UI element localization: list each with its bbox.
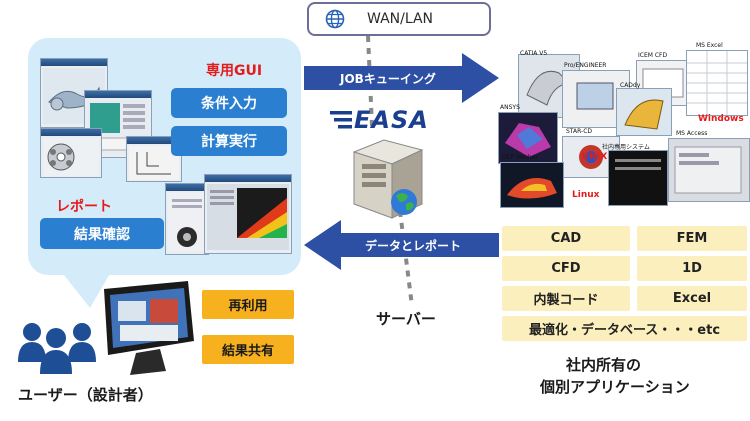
app-label-caddy: CADdy [620,82,641,89]
app-collage: CATIA V5 Pro/ENGINEER ICEM CFD MS Excel … [496,40,750,210]
os-windows: Windows [698,114,744,124]
app-label-msaccess: MS Access [676,130,708,137]
app-msexcel [686,50,748,116]
job-queue-arrow [304,53,499,103]
network-line [366,36,414,307]
check-results-button[interactable]: 結果確認 [40,218,164,249]
app-label-depmesher: DEP Mesher [502,154,538,161]
gui-screenshot-3 [40,128,102,178]
users-icon [18,323,96,374]
report-label: レポート [56,199,112,215]
easa-logo-mark [330,111,352,129]
reuse-badge: 再利用 [202,290,294,319]
app-label-inhouse: 社内専用システム [602,144,650,151]
app-label-msexcel: MS Excel [696,42,723,49]
gui-title: 専用GUI [206,63,263,79]
os-unix: UNIX [582,152,608,162]
globe-icon [325,9,345,29]
category-cfd: CFD [502,256,630,281]
job-queue-label: JOBキューイング [340,72,436,86]
server-label: サーバー [376,310,436,328]
app-msaccess [668,138,750,202]
gui-screenshot-5 [165,183,209,255]
user-label: ユーザー（設計者） [18,386,153,404]
category-1d: 1D [637,256,747,281]
category-cad: CAD [502,226,630,251]
data-report-arrow [304,220,499,270]
category-fem: FEM [637,226,747,251]
category-inhouse-code: 内製コード [502,286,630,311]
monitor-icon [104,281,194,375]
app-inhouse-system [608,150,668,206]
gui-screenshot-4 [126,136,182,182]
easa-logo: EASA [330,106,429,134]
app-ansys [498,112,558,164]
input-conditions-button[interactable]: 条件入力 [171,88,287,118]
os-linux: Linux [572,190,600,200]
app-label-icemcfd: ICEM CFD [638,52,668,59]
app-label-starcd: STAR-CD [566,128,593,135]
app-label-proengineer: Pro/ENGINEER [564,62,607,69]
app-caddy [616,88,672,136]
category-excel: Excel [637,286,747,311]
server-icon [352,139,424,219]
apps-caption-line2: 個別アプリケーション [540,378,690,396]
app-label-ansys: ANSYS [500,104,520,111]
app-label-catia: CATIA V5 [520,50,548,57]
app-depmesher [500,162,564,208]
easa-logo-text: EASA [354,106,429,134]
apps-caption-line1: 社内所有の [566,356,642,374]
gui-screenshot-6 [204,174,292,254]
share-results-badge: 結果共有 [202,335,294,364]
wan-lan-box: WAN/LAN [307,2,491,36]
gui-bubble-tail [60,270,112,308]
data-report-label: データとレポート [365,239,462,253]
category-optimization: 最適化・データベース・・・etc [502,316,747,341]
wan-lan-label: WAN/LAN [367,11,434,27]
run-calculation-button[interactable]: 計算実行 [171,126,287,156]
